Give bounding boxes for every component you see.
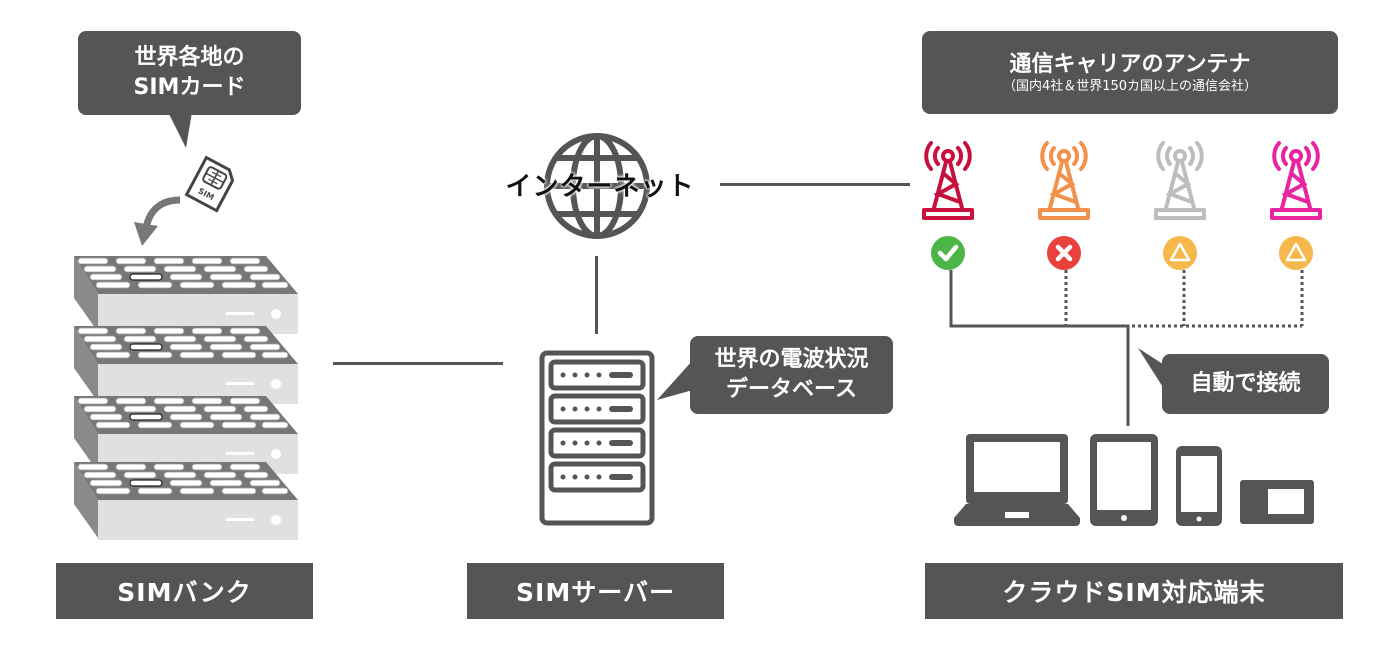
- sim-bank-label: SIMバンク: [56, 563, 313, 619]
- sim-cards-bubble: 世界各地の SIMカード: [78, 31, 301, 115]
- antenna-row: [918, 140, 1338, 270]
- laptop-icon: [954, 434, 1080, 526]
- smartphone-icon: [1176, 446, 1222, 526]
- connector-bank-server: [333, 362, 503, 365]
- check-icon: [931, 236, 965, 270]
- carriers-bubble: 通信キャリアのアンテナ （国内4社＆世界150カ国以上の通信会社）: [922, 31, 1338, 114]
- database-bubble-tail: [657, 360, 693, 400]
- globe-icon: [544, 133, 650, 239]
- devices-label: クラウドSIM対応端末: [925, 563, 1343, 619]
- auto-connect-bubble-tail: [1138, 348, 1166, 392]
- connector-internet-antennas: [720, 183, 910, 186]
- sim-card-icon: SIM: [184, 155, 235, 213]
- auto-connect-text: 自動で接続: [1190, 371, 1301, 396]
- warning-triangle-icon: [1163, 236, 1197, 270]
- sim-bank-label-text: SIMバンク: [117, 578, 252, 607]
- sim-server-label-text: SIMサーバー: [516, 578, 675, 607]
- sim-server-label: SIMサーバー: [467, 563, 724, 619]
- database-bubble: 世界の電波状況 データベース: [690, 336, 893, 414]
- auto-connect-bubble: 自動で接続: [1162, 354, 1329, 414]
- sim-cards-bubble-line2: SIMカード: [133, 75, 246, 100]
- internet-label: インターネット: [505, 172, 695, 202]
- connector-internet-server: [595, 256, 598, 334]
- inactive-connection-lines: [1064, 270, 1304, 328]
- sim-server-icon: [539, 350, 655, 526]
- carriers-title: 通信キャリアのアンテナ: [1009, 51, 1251, 77]
- database-bubble-line2: データベース: [726, 377, 857, 402]
- insert-arrow-icon: [134, 196, 181, 246]
- cross-icon: [1047, 236, 1081, 270]
- antenna-tower-icon: [922, 141, 974, 220]
- carriers-subtitle: （国内4社＆世界150カ国以上の通信会社）: [1002, 78, 1258, 94]
- sim-cards-bubble-line1: 世界各地の: [134, 45, 245, 70]
- warning-triangle-icon: [1279, 236, 1313, 270]
- antenna-tower-icon: [1270, 141, 1322, 220]
- tablet-icon: [1090, 434, 1158, 526]
- database-bubble-line1: 世界の電波状況: [714, 347, 869, 372]
- sim-cards-bubble-tail: [168, 112, 192, 148]
- antenna-tower-icon: [1154, 141, 1206, 220]
- active-connection-line: [949, 270, 1130, 426]
- carrier-connection-lines: [949, 270, 1304, 426]
- antenna-tower-icon: [1038, 141, 1090, 220]
- sim-bank-icon: [73, 255, 299, 541]
- devices-label-text: クラウドSIM対応端末: [1002, 578, 1266, 607]
- mobile-wifi-router-icon: [1240, 480, 1314, 524]
